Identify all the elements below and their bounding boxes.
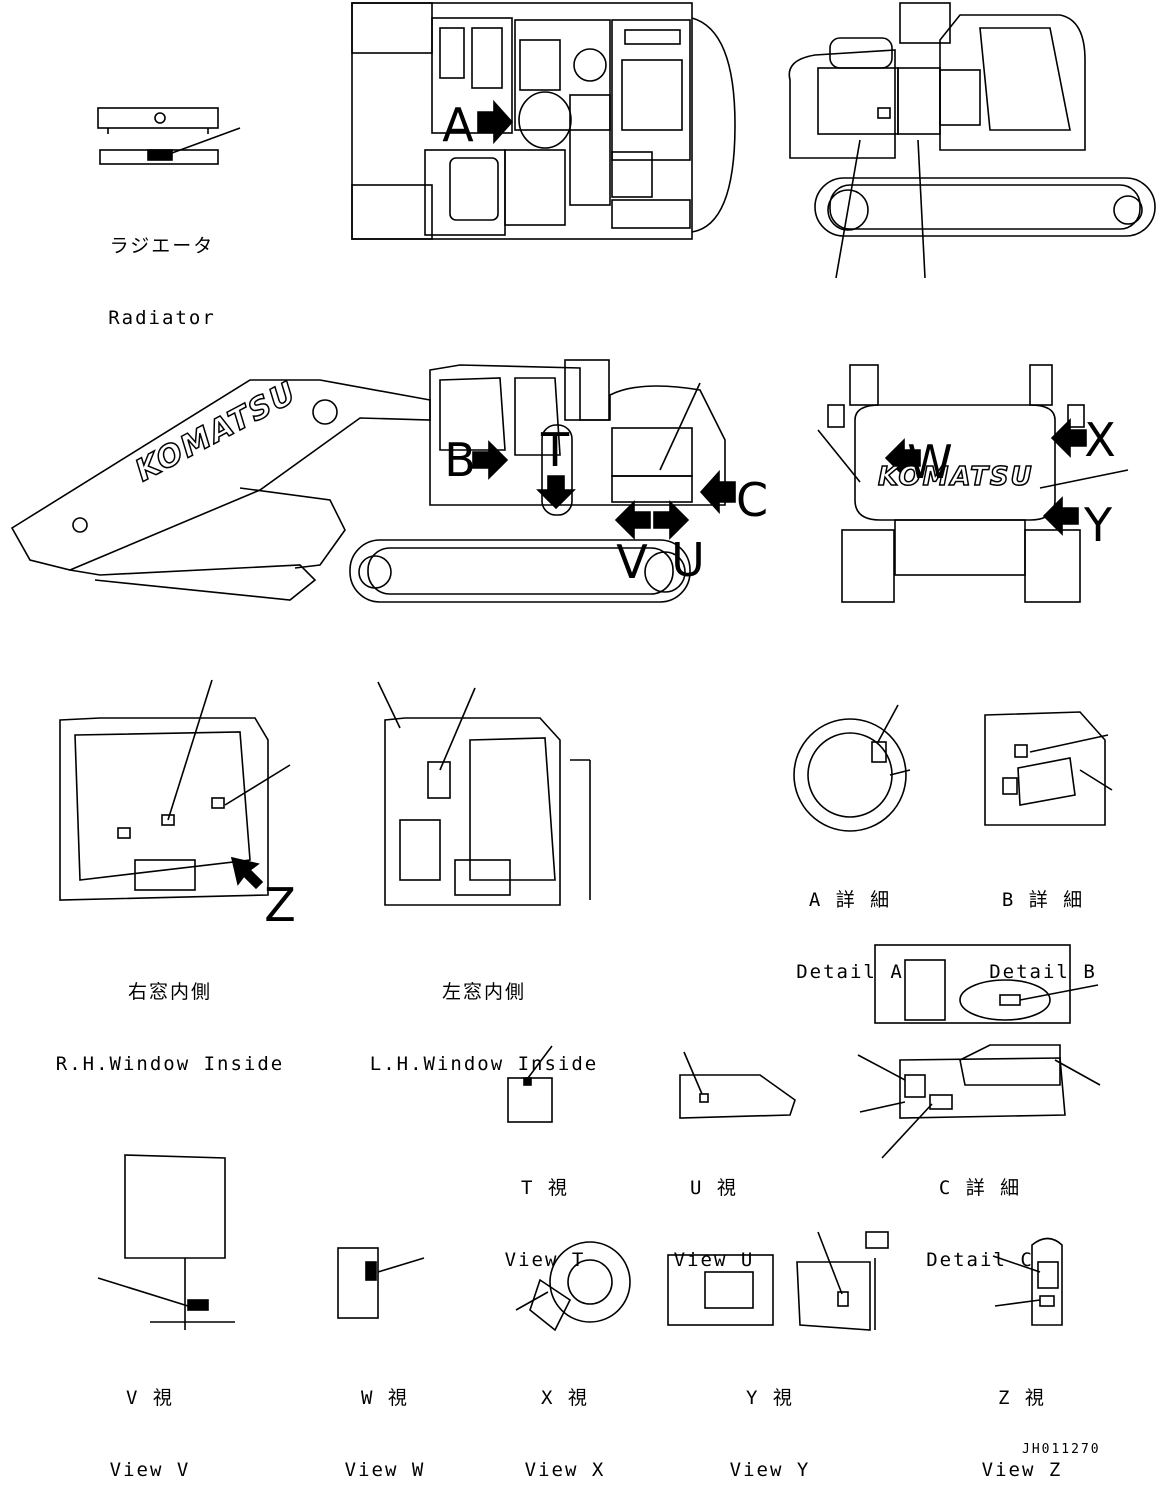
arrow-b-letter: B [444,433,476,487]
detail-c-drawing [857,944,1101,1159]
view-v-caption: V 視 View V [110,1338,191,1506]
detail-c-en: Detail C [926,1249,1034,1271]
view-v-en: View V [109,1459,191,1481]
drawing-code: JH011270 [1022,1442,1101,1457]
radiator-en: Radiator [108,307,216,329]
view-t-jp: T 視 [521,1177,569,1199]
view-x-jp: X 視 [541,1387,589,1409]
arrow-y-icon [1042,496,1079,536]
view-u-drawing [679,1051,796,1119]
arrow-x-letter: X [1084,413,1116,467]
rh-window-en: R.H.Window Inside [55,1053,285,1075]
lh-window-drawing [377,681,591,906]
arrow-c-letter: C [735,473,769,527]
arrow-v-letter: V [616,535,648,589]
arrow-c-icon [699,469,736,515]
arrow-x-icon [1050,418,1087,458]
arrow-t-letter: T [540,423,570,477]
view-z-en: View Z [981,1459,1063,1481]
view-u-caption: U 視 View U [674,1128,755,1296]
view-x-drawing [515,1241,631,1332]
view-u-en: View U [673,1249,755,1271]
detail-a-caption: A 詳 細 Detail A [796,840,904,1008]
detail-b-drawing [984,711,1113,826]
arrow-z-letter: Z [264,878,296,932]
radiator-caption: ラジエータ Radiator [108,186,216,354]
lh-window-jp: 左窓内側 [441,981,526,1003]
view-w-en: View W [344,1459,426,1481]
view-w-jp: W 視 [361,1387,409,1409]
arrow-a-letter: A [442,98,474,152]
lh-window-en: L.H.Window Inside [369,1053,599,1075]
view-u-jp: U 視 [690,1177,738,1199]
view-w-caption: W 視 View W [345,1338,426,1506]
top-view-drawing [351,2,736,240]
detail-b-en: Detail B [989,961,1097,983]
side-view-small-drawing [788,2,1156,279]
arrow-w-icon [884,438,921,478]
arrow-b-icon [472,440,509,480]
view-t-caption: T 視 View T [505,1128,586,1296]
view-y-en: View Y [729,1459,811,1481]
arrow-u-letter: U [671,533,705,587]
detail-c-caption: C 詳 細 Detail C [926,1128,1034,1296]
rh-window-caption: 右窓内側 R.H.Window Inside [56,932,284,1100]
arrow-z-icon [230,856,264,890]
arrow-y-letter: Y [1083,498,1113,552]
arrow-a-icon [477,99,514,145]
detail-a-drawing [793,704,911,832]
view-y-drawing [667,1231,889,1331]
detail-b-caption: B 詳 細 Detail B [989,840,1097,1008]
view-t-drawing [507,1045,553,1123]
excavator-side-drawing [10,359,726,603]
arrow-t-icon [536,475,576,510]
detail-a-en: Detail A [796,961,904,983]
counterweight-brand-logo: KOMATSU [877,461,1034,493]
arrow-w-letter: W [907,435,953,489]
arrow-u-icon [653,500,690,540]
view-z-jp: Z 視 [998,1387,1046,1409]
detail-a-jp: A 詳 細 [808,889,892,911]
view-w-drawing [337,1247,425,1319]
rh-window-drawing [59,679,291,901]
view-t-en: View T [504,1249,586,1271]
view-y-caption: Y 視 View Y [730,1338,811,1506]
lh-window-caption: 左窓内側 L.H.Window Inside [370,932,598,1100]
view-y-jp: Y 視 [746,1387,794,1409]
radiator-jp: ラジエータ [109,235,215,257]
detail-b-jp: B 詳 細 [1001,889,1085,911]
view-z-drawing [992,1237,1063,1326]
rh-window-jp: 右窓内側 [127,981,212,1003]
view-v-jp: V 視 [126,1387,174,1409]
arrow-v-icon [614,500,651,540]
radiator-drawing [97,107,241,165]
view-z-caption: Z 視 View Z [982,1338,1063,1506]
view-x-caption: X 視 View X [525,1338,606,1506]
detail-c-jp: C 詳 細 [938,1177,1022,1199]
view-x-en: View X [524,1459,606,1481]
rear-view-drawing [817,364,1129,603]
view-v-drawing [97,1154,235,1330]
